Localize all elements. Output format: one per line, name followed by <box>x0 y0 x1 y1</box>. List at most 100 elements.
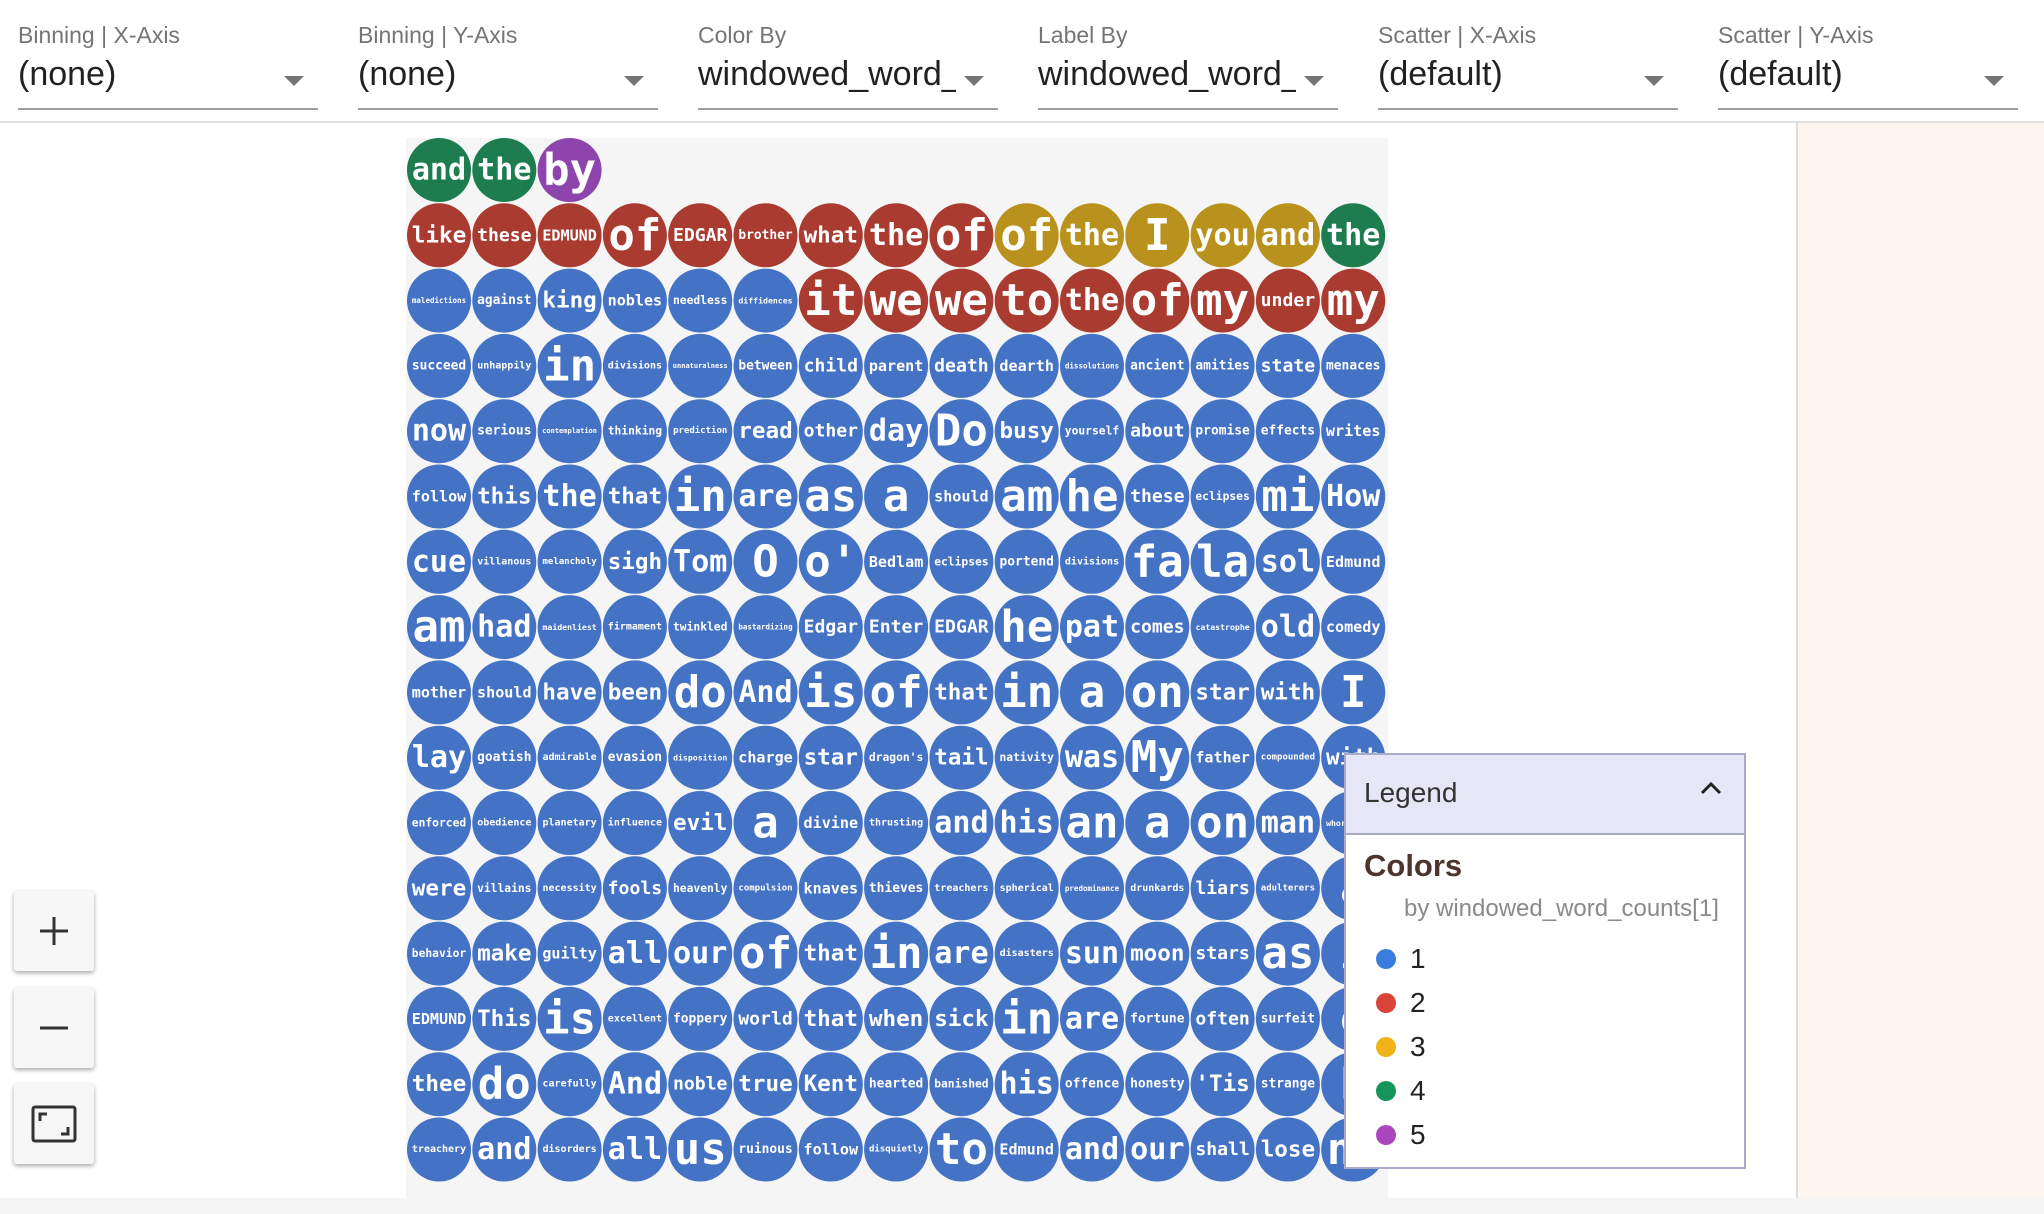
word-circle[interactable] <box>733 1052 798 1117</box>
word-circle[interactable] <box>472 464 537 529</box>
dropdown-arrow-icon[interactable] <box>284 76 304 86</box>
word-circle[interactable] <box>1060 268 1124 333</box>
word-circle[interactable] <box>1255 725 1320 790</box>
word-circle[interactable] <box>602 464 667 529</box>
word-circle[interactable] <box>668 333 733 398</box>
word-circle[interactable] <box>1321 203 1386 268</box>
word-circle[interactable] <box>602 268 667 333</box>
word-circle[interactable] <box>798 791 863 855</box>
word-circle[interactable] <box>864 921 929 986</box>
word-circle[interactable] <box>668 399 733 464</box>
word-circle[interactable] <box>1060 725 1124 790</box>
word-circle[interactable] <box>668 529 733 594</box>
label-by-dropdown[interactable]: Label By windowed_word_c <box>1038 22 1338 110</box>
word-circle[interactable] <box>798 660 863 725</box>
word-circle[interactable] <box>472 791 537 855</box>
word-circle[interactable] <box>537 1052 602 1117</box>
word-circle[interactable] <box>407 595 471 660</box>
word-circle[interactable] <box>602 660 667 725</box>
legend-header[interactable]: Legend <box>1346 755 1744 835</box>
word-circle[interactable] <box>798 399 863 464</box>
word-circle[interactable] <box>1060 660 1124 725</box>
word-circle[interactable] <box>407 268 471 333</box>
word-circle[interactable] <box>733 791 798 855</box>
word-circle[interactable] <box>668 791 733 855</box>
word-circle[interactable] <box>929 529 994 594</box>
word-circle[interactable] <box>602 399 667 464</box>
word-circle[interactable] <box>407 333 471 398</box>
word-circle[interactable] <box>864 399 929 464</box>
word-circle[interactable] <box>994 660 1059 725</box>
word-circle[interactable] <box>1190 660 1255 725</box>
word-circle[interactable] <box>407 660 471 725</box>
word-circle[interactable] <box>1321 399 1386 464</box>
word-circle[interactable] <box>1190 921 1255 986</box>
word-circle[interactable] <box>1255 268 1320 333</box>
word-circle[interactable] <box>537 725 602 790</box>
word-circle[interactable] <box>1060 986 1124 1051</box>
word-circle[interactable] <box>994 1117 1059 1182</box>
zoom-in-button[interactable] <box>14 891 94 971</box>
word-circle[interactable] <box>864 660 929 725</box>
word-circle[interactable] <box>1125 529 1190 594</box>
word-circle[interactable] <box>407 986 471 1051</box>
word-circle[interactable] <box>1255 333 1320 398</box>
word-circle[interactable] <box>733 203 798 268</box>
word-circle[interactable] <box>1125 725 1190 790</box>
word-circle[interactable] <box>864 268 929 333</box>
word-circle[interactable] <box>1190 333 1255 398</box>
word-circle[interactable] <box>668 856 733 921</box>
word-circle[interactable] <box>798 464 863 529</box>
word-circle[interactable] <box>407 203 471 268</box>
scatter-x-dropdown[interactable]: Scatter | X-Axis (default) <box>1378 22 1678 110</box>
word-circle[interactable] <box>472 268 537 333</box>
word-circle[interactable] <box>1321 333 1386 398</box>
word-circle[interactable] <box>929 986 994 1051</box>
word-circle[interactable] <box>537 986 602 1051</box>
word-circle[interactable] <box>1321 595 1386 660</box>
word-circle[interactable] <box>864 464 929 529</box>
word-circle[interactable] <box>1190 268 1255 333</box>
word-circle[interactable] <box>407 856 471 921</box>
word-circle[interactable] <box>798 921 863 986</box>
word-circle[interactable] <box>1060 529 1124 594</box>
word-circle[interactable] <box>668 986 733 1051</box>
binning-x-dropdown[interactable]: Binning | X-Axis (none) <box>18 22 318 110</box>
word-circle[interactable] <box>407 921 471 986</box>
word-circle[interactable] <box>1321 464 1386 529</box>
chevron-up-icon[interactable] <box>1700 781 1722 795</box>
word-circle[interactable] <box>472 399 537 464</box>
word-circle[interactable] <box>472 203 537 268</box>
word-circle[interactable] <box>929 1052 994 1117</box>
word-circle[interactable] <box>798 1117 863 1182</box>
word-circle[interactable] <box>602 725 667 790</box>
word-circle[interactable] <box>1190 1052 1255 1117</box>
word-circle[interactable] <box>668 1052 733 1117</box>
binning-y-dropdown[interactable]: Binning | Y-Axis (none) <box>358 22 658 110</box>
word-circle[interactable] <box>537 203 602 268</box>
word-circle[interactable] <box>407 791 471 855</box>
word-circle[interactable] <box>864 1117 929 1182</box>
word-circle[interactable] <box>602 1052 667 1117</box>
word-circle[interactable] <box>1255 791 1320 855</box>
word-circle[interactable] <box>1125 203 1190 268</box>
dropdown-arrow-icon[interactable] <box>964 76 984 86</box>
word-circle[interactable] <box>472 1052 537 1117</box>
word-circle[interactable] <box>994 986 1059 1051</box>
word-circle[interactable] <box>798 595 863 660</box>
word-circle[interactable] <box>472 1117 537 1182</box>
word-circle[interactable] <box>1060 333 1124 398</box>
word-circle[interactable] <box>864 986 929 1051</box>
word-circle[interactable] <box>929 399 994 464</box>
word-circle[interactable] <box>1125 1052 1190 1117</box>
word-circle[interactable] <box>602 595 667 660</box>
word-circle[interactable] <box>1060 921 1124 986</box>
word-circle[interactable] <box>472 333 537 398</box>
word-circle[interactable] <box>1125 333 1190 398</box>
word-circle[interactable] <box>602 1117 667 1182</box>
word-circle[interactable] <box>472 595 537 660</box>
dropdown-arrow-icon[interactable] <box>1304 76 1324 86</box>
word-circle[interactable] <box>668 1117 733 1182</box>
word-circle[interactable] <box>1255 986 1320 1051</box>
